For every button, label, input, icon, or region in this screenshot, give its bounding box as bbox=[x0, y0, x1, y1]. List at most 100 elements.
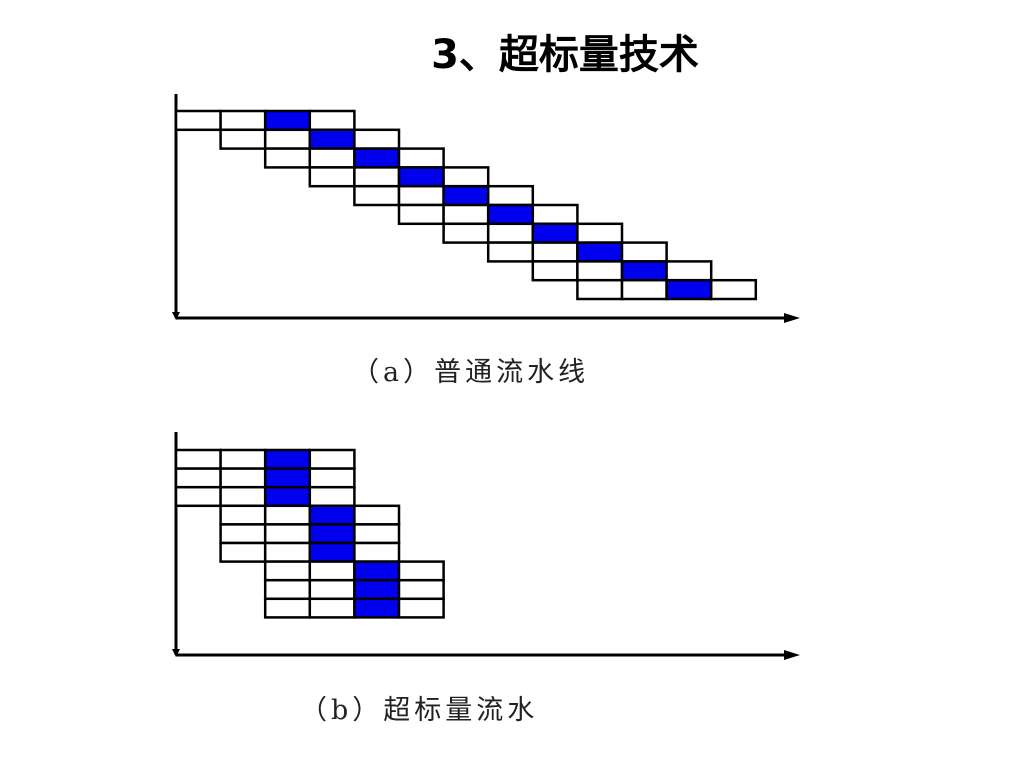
pipeline-a-instruction-row bbox=[174, 109, 356, 132]
pipeline-b-instruction-row bbox=[219, 504, 401, 526]
pipeline-a-stage-cell-highlight bbox=[397, 166, 445, 188]
pipeline-a-stage-cell bbox=[174, 109, 222, 132]
pipeline-a-stage-cell bbox=[486, 241, 535, 263]
pipeline-a-stage-cell bbox=[531, 241, 579, 263]
pipeline-a-stage-cell-highlight bbox=[486, 203, 535, 226]
pipeline-a-stage-cell-highlight bbox=[442, 184, 490, 207]
pipeline-a-instruction-row bbox=[442, 222, 624, 244]
pipeline-a-stage-cell-highlight bbox=[620, 260, 668, 282]
pipeline-a-y-tick-icon bbox=[172, 312, 180, 320]
pipeline-b-cells bbox=[174, 448, 445, 619]
pipeline-b-stage-cell bbox=[174, 467, 222, 489]
pipeline-a-instruction-row bbox=[353, 184, 535, 207]
pipeline-a-stage-cell bbox=[486, 184, 535, 207]
pipeline-b-stage-cell bbox=[353, 504, 401, 526]
pipeline-a-stage-cell bbox=[308, 109, 356, 132]
pipeline-b-stage-cell bbox=[219, 485, 267, 508]
pipeline-b-stage-cell bbox=[174, 485, 222, 508]
pipeline-b-stage-cell-highlight bbox=[308, 504, 356, 526]
pipeline-b-stage-cell bbox=[308, 597, 356, 619]
pipeline-a-stage-cell bbox=[576, 222, 624, 244]
pipeline-b-stage-cell bbox=[308, 560, 356, 582]
pipeline-b-stage-cell bbox=[353, 541, 401, 563]
pipeline-b-stage-cell bbox=[219, 467, 267, 489]
pipeline-a-stage-cell bbox=[353, 128, 401, 150]
pipeline-a-cells bbox=[174, 109, 758, 301]
pipeline-a-stage-cell-highlight bbox=[531, 222, 579, 244]
pipeline-a-stage-cell bbox=[442, 203, 490, 226]
pipeline-a-stage-cell bbox=[397, 184, 445, 207]
pipeline-a-stage-cell bbox=[531, 260, 579, 282]
pipeline-b-stage-cell-highlight bbox=[263, 448, 312, 470]
pipeline-b-stage-cell-highlight bbox=[263, 485, 312, 508]
pipeline-a-stage-cell-highlight bbox=[665, 278, 713, 301]
pipeline-a-stage-cell bbox=[219, 128, 267, 150]
pipeline-a-stage-cell bbox=[353, 184, 401, 207]
pipeline-b-instruction-row bbox=[174, 485, 356, 508]
caption-superscalar-pipeline: （b）超标量流水 bbox=[300, 695, 539, 726]
pipeline-a-stage-cell bbox=[442, 222, 490, 244]
pipeline-b-stage-cell-highlight bbox=[263, 467, 312, 489]
pipeline-b-stage-cell bbox=[263, 597, 312, 619]
pipeline-a-stage-cell bbox=[709, 278, 758, 301]
pipeline-b-stage-cell bbox=[263, 560, 312, 582]
pipeline-a-stage-cell bbox=[442, 166, 490, 188]
pipeline-a-stage-cell bbox=[576, 260, 624, 282]
pipeline-a-stage-cell-highlight bbox=[576, 241, 624, 263]
pipeline-a-stage-cell bbox=[665, 260, 713, 282]
pipeline-a-stage-cell bbox=[576, 278, 624, 301]
pipeline-a-stage-cell bbox=[397, 147, 445, 169]
pipeline-a-stage-cell bbox=[620, 278, 668, 301]
pipeline-a-stage-cell bbox=[308, 166, 356, 188]
pipeline-b-y-tick-icon bbox=[172, 649, 180, 657]
pipeline-a-stage-cell-highlight bbox=[263, 109, 312, 132]
pipeline-a-stage-cell bbox=[486, 222, 535, 244]
pipeline-b-stage-cell-highlight bbox=[353, 578, 401, 601]
pipeline-a-stage-cell bbox=[353, 166, 401, 188]
pipeline-b-instruction-row bbox=[174, 448, 356, 470]
pipeline-a-time-axis bbox=[172, 94, 800, 323]
pipeline-b-stage-cell bbox=[353, 523, 401, 545]
pipeline-b-stage-cell-highlight bbox=[353, 597, 401, 619]
superscalar-pipeline-diagram bbox=[172, 432, 800, 660]
pipeline-b-stage-cell bbox=[308, 467, 356, 489]
pipeline-b-stage-cell bbox=[219, 523, 267, 545]
pipeline-b-instruction-row bbox=[219, 541, 401, 563]
pipeline-b-instruction-row bbox=[263, 597, 445, 619]
pipeline-b-stage-cell-highlight bbox=[308, 523, 356, 545]
pipeline-b-stage-cell-highlight bbox=[353, 560, 401, 582]
pipeline-b-stage-cell bbox=[219, 541, 267, 563]
pipeline-b-stage-cell bbox=[174, 448, 222, 470]
pipeline-b-stage-cell bbox=[397, 578, 445, 601]
pipeline-b-stage-cell bbox=[263, 541, 312, 563]
pipeline-b-instruction-row bbox=[263, 560, 445, 582]
pipeline-b-stage-cell-highlight bbox=[308, 541, 356, 563]
pipeline-a-instruction-row bbox=[486, 241, 668, 263]
pipeline-b-instruction-row bbox=[219, 523, 401, 545]
pipeline-a-x-arrow-icon bbox=[784, 313, 800, 323]
pipeline-a-stage-cell bbox=[263, 128, 312, 150]
pipeline-b-stage-cell bbox=[397, 597, 445, 619]
pipeline-b-stage-cell bbox=[397, 560, 445, 582]
pipeline-b-stage-cell bbox=[308, 448, 356, 470]
pipeline-a-stage-cell bbox=[397, 203, 445, 226]
pipeline-a-stage-cell bbox=[620, 241, 668, 263]
pipeline-b-stage-cell bbox=[308, 578, 356, 601]
pipeline-b-stage-cell bbox=[263, 578, 312, 601]
pipeline-a-instruction-row bbox=[308, 166, 490, 188]
pipeline-b-stage-cell bbox=[263, 523, 312, 545]
slide-title: 3、超标量技术 bbox=[431, 32, 699, 78]
pipeline-a-stage-cell-highlight bbox=[353, 147, 401, 169]
pipeline-a-stage-cell bbox=[219, 109, 267, 132]
pipeline-b-stage-cell bbox=[308, 485, 356, 508]
pipeline-b-stage-cell bbox=[219, 504, 267, 526]
pipeline-a-instruction-row bbox=[219, 128, 401, 150]
pipeline-a-instruction-row bbox=[263, 147, 445, 169]
pipeline-b-instruction-row bbox=[174, 467, 356, 489]
pipeline-a-instruction-row bbox=[531, 260, 713, 282]
pipeline-a-stage-cell-highlight bbox=[308, 128, 356, 150]
pipeline-b-stage-cell bbox=[263, 504, 312, 526]
pipeline-a-stage-cell bbox=[308, 147, 356, 169]
normal-pipeline-diagram bbox=[172, 94, 800, 323]
